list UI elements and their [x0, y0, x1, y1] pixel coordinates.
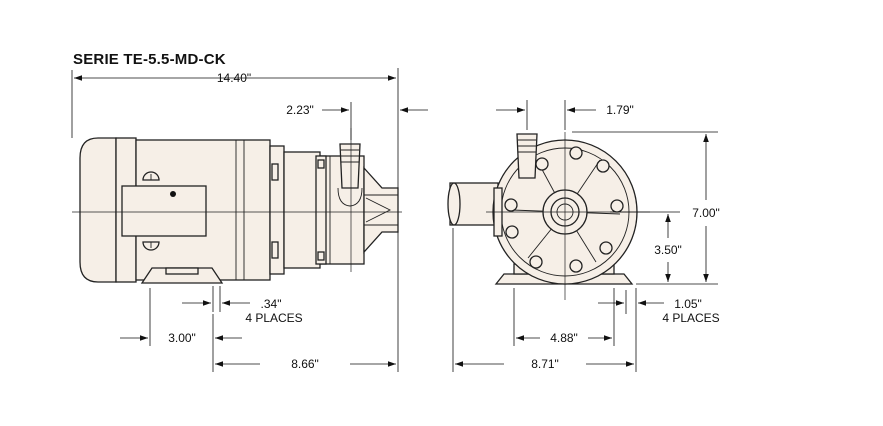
dimension-labels: 14.40" 2.23" 1.79" 7.00" 3.50" .34" 4 PL… [168, 71, 720, 371]
dim-overall-height: 7.00" [692, 206, 720, 220]
dim-slot-width: .34" [261, 297, 282, 311]
dim-base-width-inner: 4.88" [550, 331, 578, 345]
dim-base-front: 8.66" [291, 357, 319, 371]
bolt-holes [504, 146, 624, 273]
dim-foot-places: 4 PLACES [662, 311, 719, 325]
dim-base-width-outer: 8.71" [531, 357, 559, 371]
suction-nozzle [447, 182, 499, 226]
dim-discharge-side: 2.23" [286, 103, 314, 117]
dim-slot-places: 4 PLACES [245, 311, 302, 325]
dim-shaft-height: 3.50" [654, 243, 682, 257]
drawing-title: SERIE TE-5.5-MD-CK [73, 51, 226, 68]
motor-feet [140, 267, 224, 284]
dim-overall-length: 14.40" [217, 71, 251, 85]
nameplate [121, 171, 207, 251]
front-view [447, 132, 650, 300]
dim-base-rear: 3.00" [168, 331, 196, 345]
discharge-nozzle [516, 133, 538, 179]
dimension-lines [71, 68, 718, 372]
dim-discharge-front: 1.79" [606, 103, 634, 117]
side-view [72, 128, 402, 284]
pump-head [315, 143, 399, 265]
dim-foot-length: 1.05" [674, 297, 702, 311]
